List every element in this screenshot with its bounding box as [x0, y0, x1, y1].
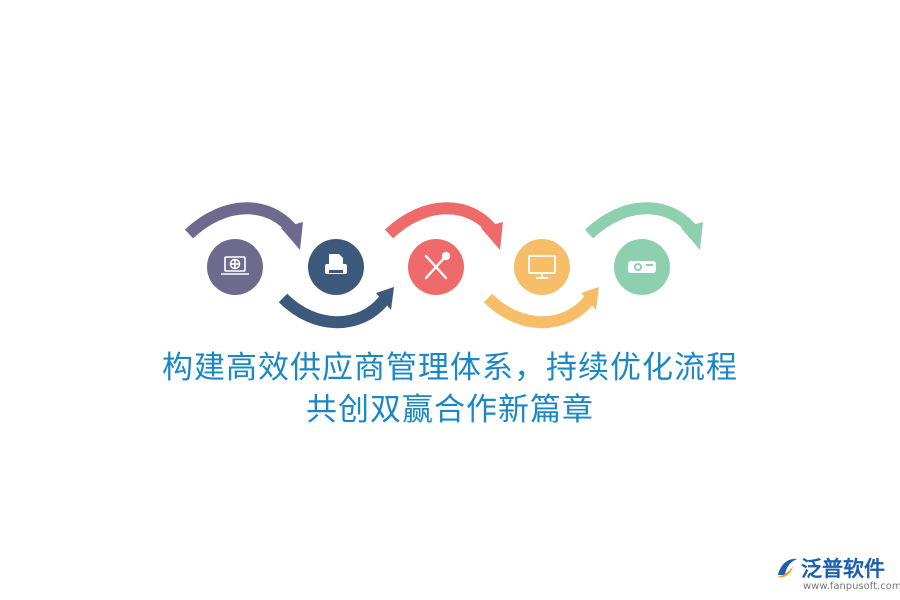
headline-line-1: 构建高效供应商管理体系，持续优化流程: [162, 350, 738, 386]
step-5: [614, 239, 670, 295]
step-4: [514, 239, 570, 295]
monitor-icon: [528, 255, 556, 279]
brand-logo: 泛普软件 www.fanpusoft.com: [775, 553, 900, 597]
arrow-3: [384, 202, 503, 250]
projector-icon: [628, 261, 656, 273]
brand-mark-icon: [777, 558, 797, 578]
step-3: [408, 239, 464, 295]
tools-icon: [424, 251, 451, 280]
arrow-1: [184, 202, 303, 250]
brand-name: 泛普软件: [801, 557, 885, 581]
printer-icon: [325, 254, 347, 274]
brand-url: www.fanpusoft.com: [803, 581, 900, 592]
arrow-5: [584, 202, 703, 250]
laptop-globe-icon: [221, 256, 249, 275]
headline-line-2: 共创双赢合作新篇章: [306, 392, 594, 428]
step-2: [308, 239, 364, 295]
arrow-4: [483, 287, 599, 329]
arrow-2: [278, 287, 394, 329]
step-1: [207, 239, 263, 295]
